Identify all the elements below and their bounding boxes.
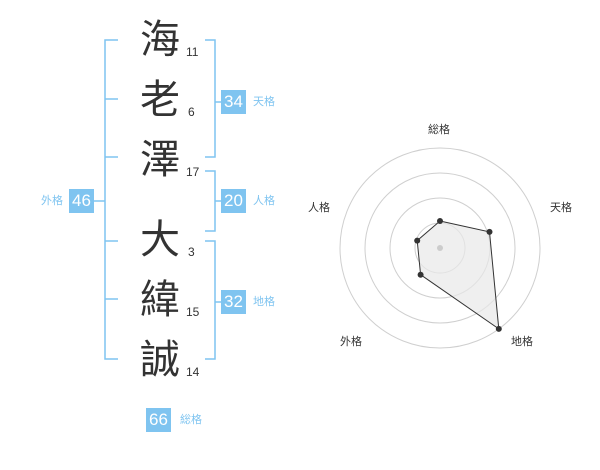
stroke-count-1: 11 bbox=[186, 45, 199, 59]
radar-axis-label-tenkaku: 天格 bbox=[550, 201, 572, 214]
chikaku-badge: 32 bbox=[221, 290, 246, 314]
gaikaku-bracket bbox=[104, 39, 118, 360]
radar-point-3 bbox=[495, 325, 502, 332]
radar-point-5 bbox=[414, 237, 421, 244]
chikaku-label: 地格 bbox=[253, 295, 275, 308]
stroke-count-3: 17 bbox=[186, 165, 200, 179]
radar-point-1 bbox=[437, 218, 443, 224]
radar-axis-label-chikaku: 地格 bbox=[511, 335, 533, 348]
soukaku-label: 総格 bbox=[180, 413, 202, 426]
stroke-count-2: 6 bbox=[188, 105, 195, 119]
soukaku-badge: 66 bbox=[146, 408, 171, 432]
tenkaku-badge: 34 bbox=[221, 90, 246, 114]
kanji-1: 海 bbox=[140, 17, 180, 63]
tenkaku-bracket bbox=[205, 39, 216, 158]
radar-ring-4 bbox=[339, 147, 541, 349]
radar-point-2 bbox=[486, 228, 493, 235]
stroke-count-4: 3 bbox=[188, 245, 195, 259]
stroke-count-6: 14 bbox=[186, 365, 200, 379]
jinkaku-label: 人格 bbox=[253, 194, 275, 207]
kanji-2: 老 bbox=[140, 77, 180, 123]
gaikaku-label: 外格 bbox=[41, 194, 63, 207]
kanji-6: 誠 bbox=[140, 337, 180, 383]
jinkaku-badge: 20 bbox=[221, 189, 246, 213]
stroke-count-5: 15 bbox=[186, 305, 200, 319]
radar-center bbox=[437, 245, 443, 251]
kanji-3: 澤 bbox=[140, 137, 180, 183]
chikaku-bracket bbox=[205, 240, 216, 360]
radar-axis-label-soukaku: 総格 bbox=[428, 123, 450, 136]
radar-axis-label-jinkaku: 人格 bbox=[308, 201, 330, 214]
radar-axis-label-gaikaku: 外格 bbox=[340, 335, 362, 348]
tenkaku-label: 天格 bbox=[253, 95, 275, 108]
gaikaku-badge: 46 bbox=[69, 189, 94, 213]
kanji-5: 緯 bbox=[140, 277, 180, 323]
radar-ring-3 bbox=[364, 172, 516, 324]
kanji-4: 大 bbox=[140, 217, 180, 263]
radar-point-4 bbox=[417, 271, 424, 278]
radar-polygon bbox=[416, 220, 500, 330]
